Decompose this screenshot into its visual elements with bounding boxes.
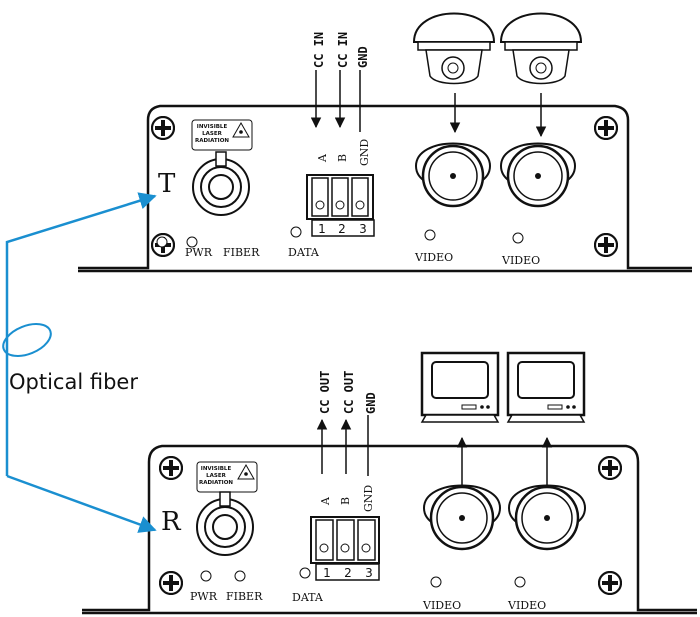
svg-text:1: 1 <box>323 566 331 580</box>
video-label: VIDEO <box>414 251 453 264</box>
monitor-icon <box>420 351 500 423</box>
pin-b-label: B <box>336 154 349 162</box>
data-label: DATA <box>292 591 324 604</box>
fiber-led <box>186 236 198 248</box>
pin-a-label: A <box>316 153 329 163</box>
svg-text:LASER: LASER <box>202 131 222 137</box>
svg-text:LASER: LASER <box>206 473 226 479</box>
fiber-line-to-receiver <box>6 474 157 533</box>
fiber-label: FIBER <box>223 246 260 259</box>
pwr-label: PWR <box>190 590 218 603</box>
receiver-unit: INVISIBLE LASER RADIATION R PWR FIBER DA… <box>82 351 697 615</box>
optical-fiber-label: Optical fiber <box>9 370 138 394</box>
camera-icon <box>412 12 496 85</box>
data-led <box>299 567 311 579</box>
svg-text:INVISIBLE: INVISIBLE <box>201 466 232 472</box>
signal-label-cc-in-2: CC IN <box>336 32 350 68</box>
transmitter-unit: INVISIBLE LASER RADIATION T PWR FIBER DA… <box>78 12 692 273</box>
signal-label-cc-in-1: CC IN <box>312 32 326 68</box>
bnc-video-connector <box>507 484 587 551</box>
svg-text:INVISIBLE: INVISIBLE <box>197 124 228 130</box>
video-led <box>430 576 442 588</box>
pwr-led <box>200 570 212 582</box>
svg-text:2: 2 <box>338 222 346 236</box>
signal-label-cc-out-2: CC OUT <box>342 371 356 414</box>
bnc-video-connector <box>422 484 502 551</box>
bnc-video-connector <box>499 142 577 208</box>
svg-text:3: 3 <box>359 222 367 236</box>
optical-fiber-port <box>192 151 250 216</box>
svg-text:2: 2 <box>344 566 352 580</box>
svg-text:1: 1 <box>318 222 326 236</box>
video-led <box>514 576 526 588</box>
fiber-loop-icon <box>2 322 52 358</box>
pin-b-label: B <box>339 497 352 505</box>
terminal-block: 1 2 3 <box>310 516 380 581</box>
screw-icon <box>598 571 622 595</box>
video-led <box>512 232 524 244</box>
video-label: VIDEO <box>501 254 540 267</box>
data-led <box>290 226 302 238</box>
screw-icon <box>159 456 183 480</box>
optical-fiber-cable: Optical fiber <box>2 192 157 533</box>
pin-gnd-label: GND <box>362 485 375 512</box>
terminal-block: 1 2 3 <box>306 174 375 237</box>
laser-warning-label: INVISIBLE LASER RADIATION <box>196 461 258 493</box>
screw-icon <box>151 116 175 140</box>
monitor-icon <box>506 351 586 423</box>
signal-label-gnd: GND <box>356 46 370 68</box>
fiber-label: FIBER <box>226 590 263 603</box>
screw-icon <box>594 233 618 257</box>
pin-gnd-label: GND <box>358 139 371 166</box>
svg-text:RADIATION: RADIATION <box>199 480 233 486</box>
svg-text:RADIATION: RADIATION <box>195 138 229 144</box>
screw-icon <box>598 456 622 480</box>
signal-label-gnd: GND <box>364 392 378 414</box>
screw-icon <box>594 116 618 140</box>
unit-letter-t: T <box>158 169 176 199</box>
bnc-video-connector <box>414 142 492 208</box>
pwr-label: PWR <box>185 246 213 259</box>
laser-hazard-icon <box>232 121 250 138</box>
video-label: VIDEO <box>507 599 546 612</box>
data-label: DATA <box>288 246 320 259</box>
optical-fiber-port <box>196 491 254 556</box>
pwr-led <box>156 236 168 248</box>
fiber-led <box>234 570 246 582</box>
screw-icon <box>159 571 183 595</box>
signal-label-cc-out-1: CC OUT <box>318 371 332 414</box>
fiber-line-to-transmitter <box>5 192 157 476</box>
video-label: VIDEO <box>422 599 461 612</box>
pin-a-label: A <box>319 496 332 506</box>
laser-warning-label: INVISIBLE LASER RADIATION <box>191 119 253 151</box>
video-led <box>424 229 436 241</box>
camera-icon <box>499 12 583 85</box>
unit-letter-r: R <box>161 507 182 537</box>
laser-hazard-icon <box>237 463 255 480</box>
svg-text:3: 3 <box>365 566 373 580</box>
